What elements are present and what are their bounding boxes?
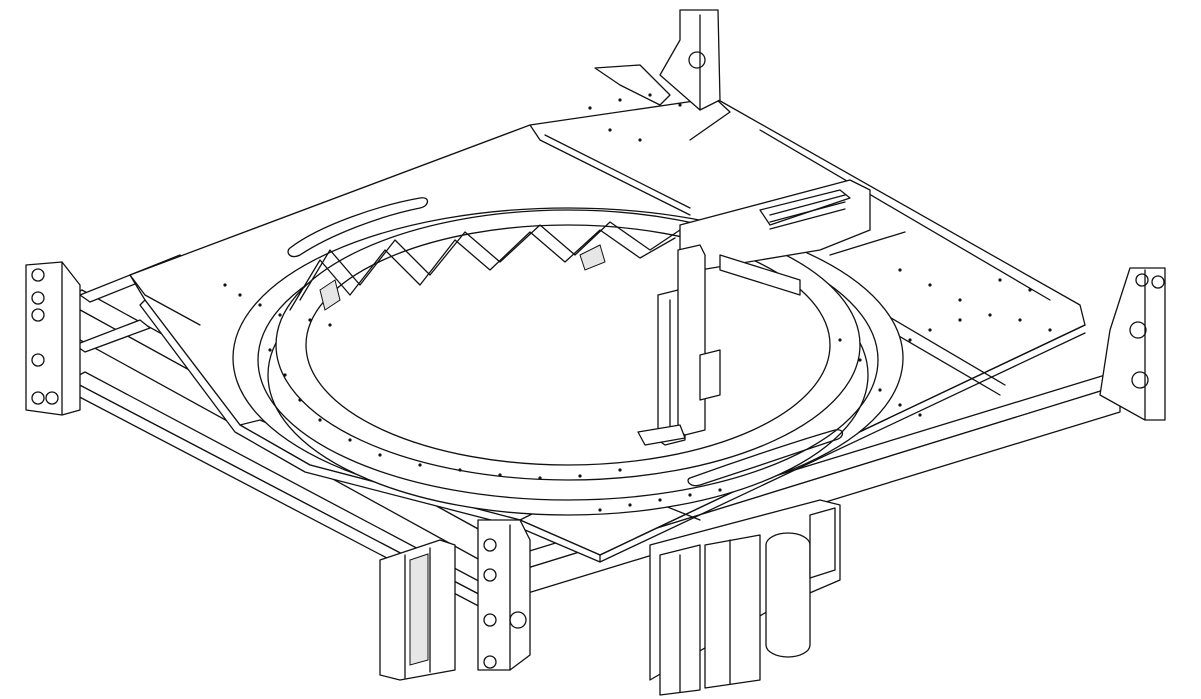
fastener-hole [418,463,422,467]
fastener-hole [958,318,962,322]
fastener-hole [928,283,932,287]
plate-slots [287,197,844,487]
fastener-hole [238,293,242,297]
fastener-hole [908,338,912,342]
fastener-hole [648,93,652,97]
drive-unit [649,499,841,696]
corner-post-right [1099,267,1166,421]
fastener-hole [378,453,382,457]
fastener-hole [858,358,862,362]
fastener-hole [578,474,582,478]
ring-assembly [232,207,904,516]
fastener-hole [688,493,692,497]
fastener-hole [328,323,332,327]
fastener-hole [223,283,227,287]
fastener-hole [678,103,682,107]
fastener-hole [718,488,722,492]
fastener-hole [898,268,902,272]
corner-post-left [25,261,81,416]
fastener-hole [308,318,312,322]
fastener-hole [598,508,602,512]
fastener-hole [898,403,902,407]
fastener-hole [658,498,662,502]
carriage-actuator [679,179,906,296]
fastener-hole [608,128,612,132]
fastener-hole [268,348,272,352]
corner-post-front [477,519,531,671]
fastener-hole [1018,318,1022,322]
fastener-hole [998,278,1002,282]
fastener-hole [618,468,622,472]
fastener-hole [928,328,932,332]
fastener-hole [318,418,322,422]
fastener-hole [838,338,842,342]
fastener-hole [298,398,302,402]
fastener-hole [878,388,882,392]
gripper-bracket [379,539,456,681]
fastener-hole [498,473,502,477]
fastener-hole [348,438,352,442]
ring-truss [289,221,681,311]
fastener-hole [458,468,462,472]
fastener-hole [988,313,992,317]
fastener-hole [258,303,262,307]
fastener-hole [618,98,622,102]
fastener-hole [638,138,642,142]
fastener-hole [918,413,922,417]
fastener-hole [278,313,282,317]
fastener-hole [588,106,592,110]
vertical-mast [637,244,721,446]
fastener-hole [283,373,287,377]
fastener-hole [538,476,542,480]
fastener-hole [628,503,632,507]
fastener-holes [223,93,1052,512]
fastener-hole [1048,328,1052,332]
fastener-hole [1028,288,1032,292]
corner-post-back [594,9,721,111]
fastener-hole [958,298,962,302]
